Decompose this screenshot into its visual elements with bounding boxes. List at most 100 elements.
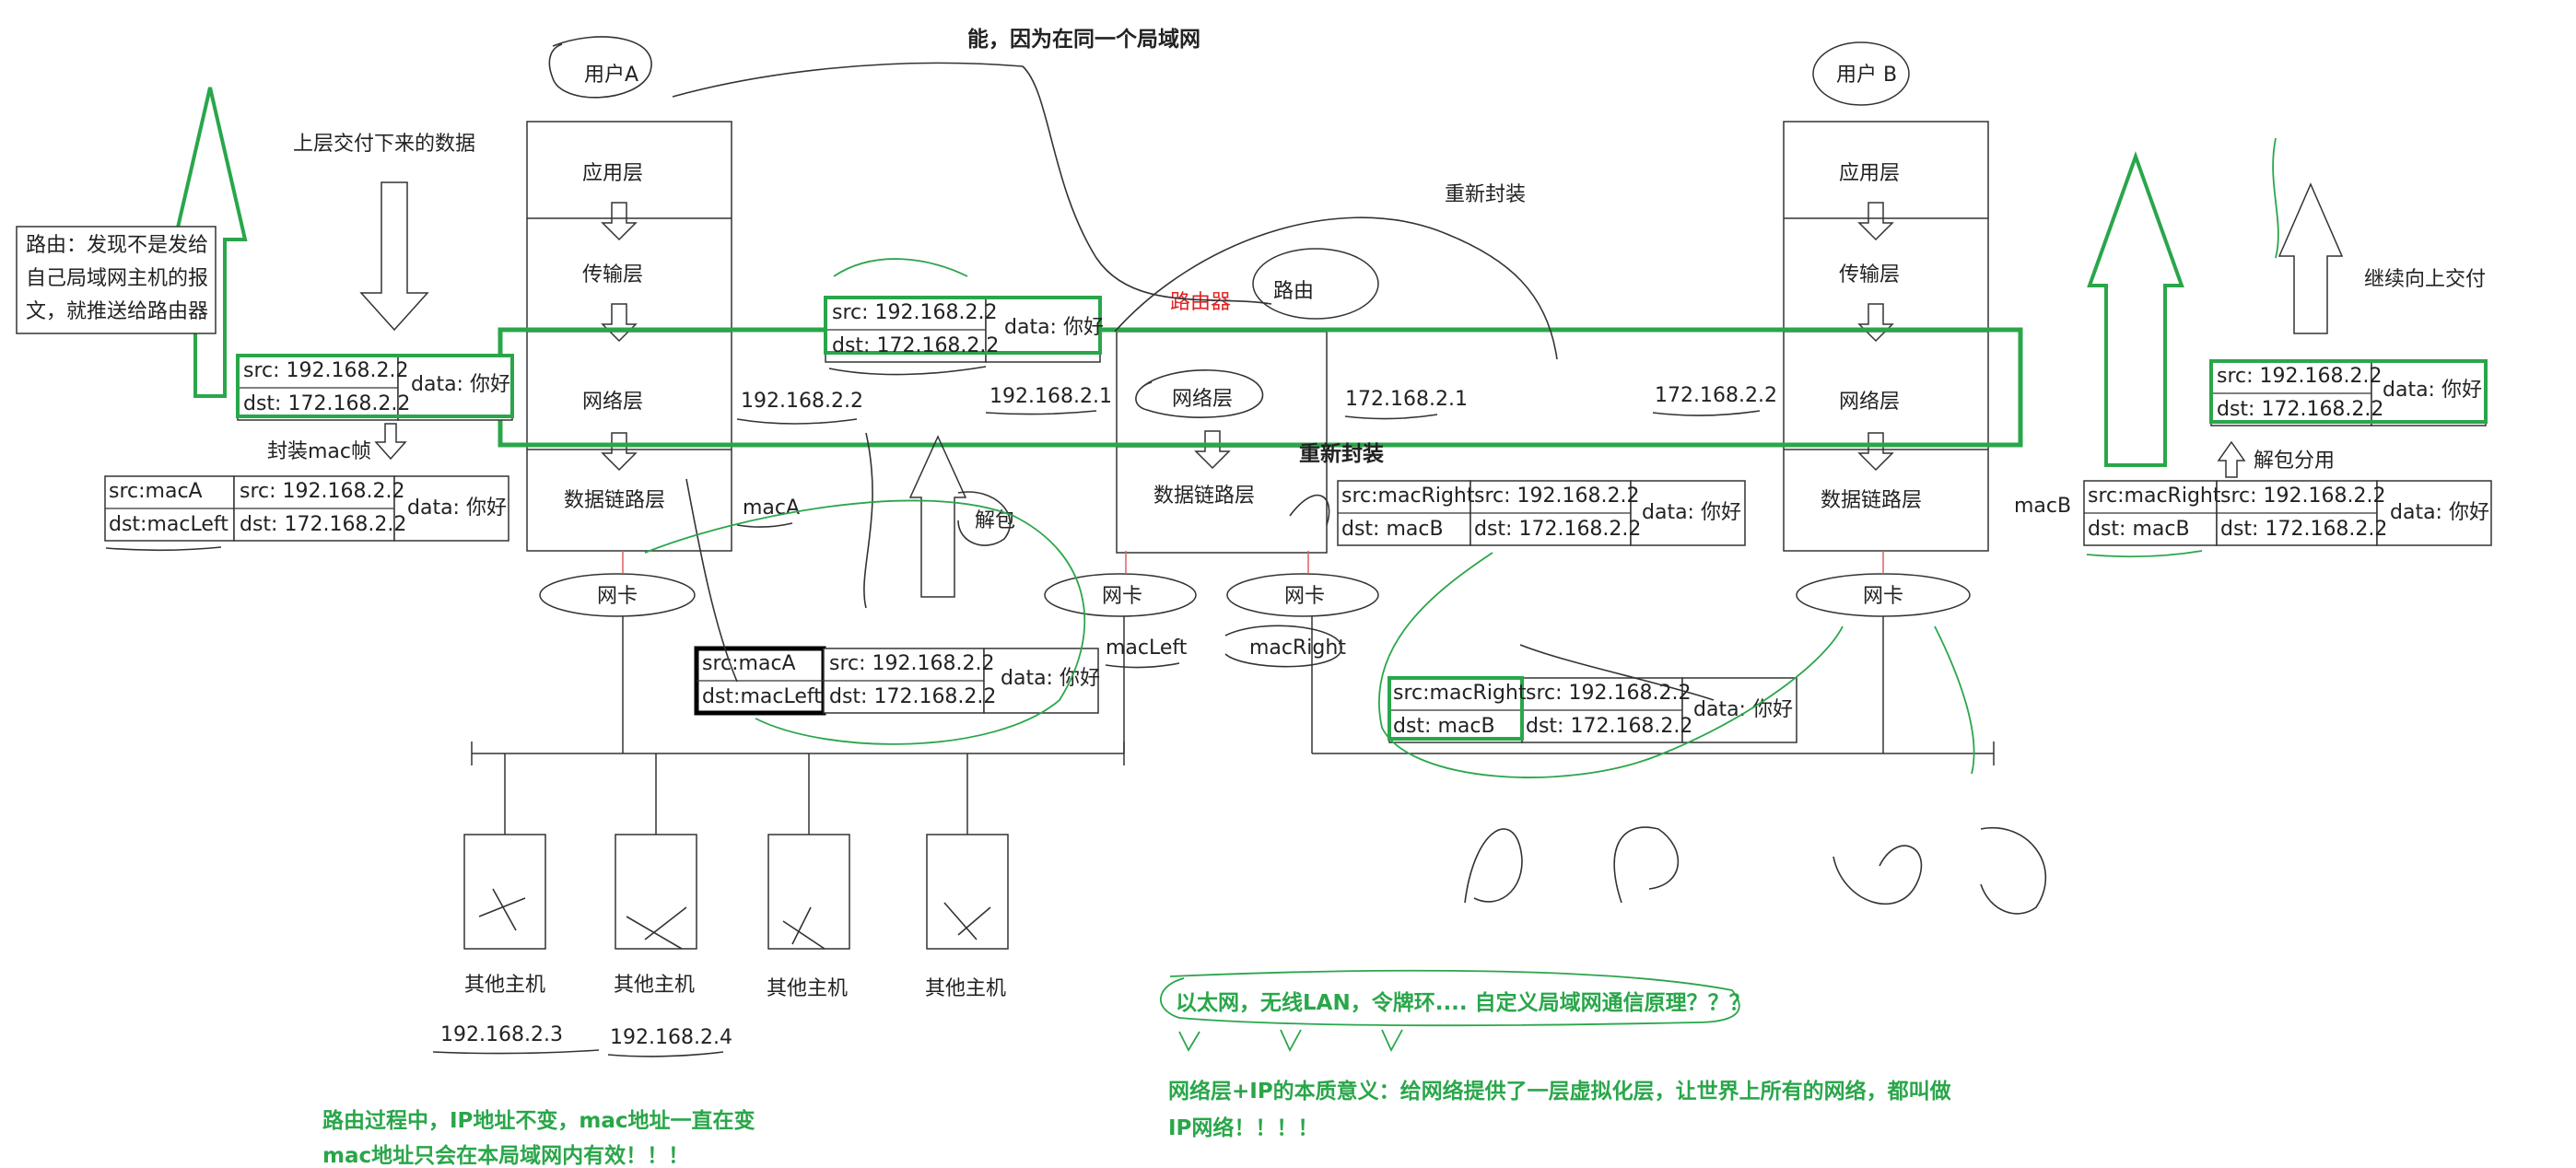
svg-text:dst: 172.168.2.2: dst: 172.168.2.2 bbox=[243, 392, 410, 415]
packet-top-src: src: 192.168.2.2 bbox=[832, 301, 997, 324]
repack-mid-label: 重新封装 bbox=[1299, 441, 1384, 466]
stack-a: 应用层 传输层 网络层 数据链路层 bbox=[526, 121, 732, 552]
svg-text:data: 你好: data: 你好 bbox=[1642, 501, 1741, 524]
continue-up-arrow bbox=[2277, 182, 2344, 334]
packet-router-right-frame: src:macRight dst: macB src: 192.168.2.2 … bbox=[1337, 480, 1746, 546]
note-ip-line2: IP网络！！！！ bbox=[1168, 1115, 1318, 1140]
svg-text:文，就推送给路由器: 文，就推送给路由器 bbox=[26, 300, 208, 323]
svg-text:dst: 172.168.2.2: dst: 172.168.2.2 bbox=[2217, 398, 2383, 421]
router-stack: 网络层 数据链路层 bbox=[1116, 331, 1328, 554]
unpack-up-arrow bbox=[908, 435, 967, 598]
svg-text:src:macA: src:macA bbox=[109, 480, 203, 503]
stack-a-application: 应用层 bbox=[582, 162, 643, 185]
nic-a-label: 网卡 bbox=[597, 585, 638, 608]
down-arrow-large bbox=[359, 181, 429, 332]
svg-text:src:macRight: src:macRight bbox=[1393, 682, 1527, 705]
nic-router-left bbox=[1044, 573, 1197, 617]
wrap-mac-label: 封装mac帧 bbox=[267, 440, 371, 463]
svg-text:src: 192.168.2.2: src: 192.168.2.2 bbox=[829, 652, 994, 675]
packet-top-dst: dst: 172.168.2.2 bbox=[832, 334, 999, 357]
nic-a bbox=[539, 573, 696, 617]
svg-text:src: 192.168.2.2: src: 192.168.2.2 bbox=[1526, 682, 1691, 705]
user-b-circle bbox=[1812, 41, 1910, 106]
packet-lan-right-frame: src:macRight dst: macB src: 192.168.2.2 … bbox=[1388, 676, 1797, 743]
router-network-layer: 网络层 bbox=[1172, 388, 1233, 411]
top-question-answer: 能，因为在同一个局域网 bbox=[967, 27, 1200, 52]
svg-text:src:macRight: src:macRight bbox=[2088, 485, 2221, 508]
svg-text:dst: 172.168.2.2: dst: 172.168.2.2 bbox=[829, 685, 996, 708]
user-a-label: 用户A bbox=[584, 64, 638, 87]
stack-a-transport: 传输层 bbox=[582, 263, 643, 286]
note-lan-types: 以太网，无线LAN，令牌环.... 自定义局域网通信原理？？？ bbox=[1176, 990, 1751, 1015]
router-label: 路由器 bbox=[1170, 291, 1231, 314]
svg-text:其他主机: 其他主机 bbox=[925, 977, 1006, 1000]
stack-b-datalink: 数据链路层 bbox=[1821, 489, 1922, 512]
svg-text:dst:macLeft: dst:macLeft bbox=[702, 685, 822, 708]
packet-left-frame: src:macA dst:macLeft src: 192.168.2.2 ds… bbox=[104, 475, 509, 542]
packet-lan-left-frame: src:macA dst:macLeft src: 192.168.2.2 ds… bbox=[694, 646, 1100, 716]
note-left-line1: 路由过程中，IP地址不变，mac地址一直在变 bbox=[322, 1108, 755, 1133]
svg-text:data: 你好: data: 你好 bbox=[1001, 667, 1100, 690]
route-bubble bbox=[1252, 248, 1379, 320]
svg-text:dst: macB: dst: macB bbox=[1393, 715, 1495, 738]
svg-text:其他主机: 其他主机 bbox=[767, 977, 848, 1000]
svg-text:其他主机: 其他主机 bbox=[614, 974, 695, 997]
svg-text:src: 192.168.2.2: src: 192.168.2.2 bbox=[2220, 485, 2385, 508]
route-bubble-label: 路由 bbox=[1273, 280, 1314, 303]
svg-text:路由：发现不是发给: 路由：发现不是发给 bbox=[26, 234, 208, 257]
svg-text:src:macRight: src:macRight bbox=[1341, 485, 1475, 508]
mac-left-label: macLeft bbox=[1106, 637, 1188, 660]
nic-router-left-label: 网卡 bbox=[1102, 585, 1142, 608]
svg-text:src: 192.168.2.2: src: 192.168.2.2 bbox=[1474, 485, 1639, 508]
router-datalink-layer: 数据链路层 bbox=[1153, 485, 1255, 508]
user-a-circle bbox=[548, 36, 652, 99]
green-up-arrow-right bbox=[2087, 151, 2184, 467]
svg-text:dst: 172.168.2.2: dst: 172.168.2.2 bbox=[2220, 518, 2387, 541]
svg-text:dst: 172.168.2.2: dst: 172.168.2.2 bbox=[240, 513, 406, 536]
nic-b-label: 网卡 bbox=[1863, 585, 1903, 608]
nic-router-right bbox=[1226, 573, 1379, 617]
continue-up-label: 继续向上交付 bbox=[2364, 268, 2486, 291]
svg-text:其他主机: 其他主机 bbox=[464, 974, 545, 997]
note-left-line2: mac地址只会在本局域网内有效！！！ bbox=[322, 1143, 689, 1168]
unpack-divide-arrow bbox=[2217, 440, 2246, 478]
stack-b-application: 应用层 bbox=[1839, 162, 1900, 185]
ip-host-4: 192.168.2.4 bbox=[610, 1026, 732, 1049]
ip-router-left: 192.168.2.1 bbox=[989, 385, 1112, 408]
nic-router-right-label: 网卡 bbox=[1284, 585, 1325, 608]
ip-host-a: 192.168.2.2 bbox=[741, 390, 863, 413]
packet-left-network: src: 192.168.2.2 dst: 172.168.2.2 data: … bbox=[236, 354, 514, 421]
svg-text:data: 你好: data: 你好 bbox=[407, 496, 507, 520]
route-note-box: 路由：发现不是发给 自己局域网主机的报 文，就推送给路由器 bbox=[16, 226, 217, 334]
mac-b-label: macB bbox=[2014, 495, 2071, 518]
svg-text:src: 192.168.2.2: src: 192.168.2.2 bbox=[243, 359, 408, 382]
ip-router-right: 172.168.2.1 bbox=[1345, 388, 1468, 411]
packet-top-center: src: 192.168.2.2 dst: 172.168.2.2 data: … bbox=[824, 296, 1104, 363]
upper-delivered-label: 上层交付下来的数据 bbox=[293, 133, 475, 156]
svg-text:src: 192.168.2.2: src: 192.168.2.2 bbox=[2217, 365, 2382, 388]
stack-b-transport: 传输层 bbox=[1839, 263, 1900, 286]
packet-top-data: data: 你好 bbox=[1004, 316, 1104, 339]
svg-text:data: 你好: data: 你好 bbox=[1693, 698, 1793, 721]
repack-top-label: 重新封装 bbox=[1445, 183, 1526, 206]
stack-a-network: 网络层 bbox=[582, 391, 643, 414]
svg-text:data: 你好: data: 你好 bbox=[2390, 501, 2489, 524]
svg-text:data: 你好: data: 你好 bbox=[411, 373, 510, 396]
svg-text:src:macA: src:macA bbox=[702, 652, 796, 675]
packet-right-frame: src:macRight dst: macB src: 192.168.2.2 … bbox=[2083, 480, 2492, 546]
svg-text:dst:macLeft: dst:macLeft bbox=[109, 513, 228, 536]
packet-right-network: src: 192.168.2.2 dst: 172.168.2.2 data: … bbox=[2209, 359, 2488, 426]
note-ip-line1: 网络层+IP的本质意义：给网络提供了一层虚拟化层，让世界上所有的网络，都叫做 bbox=[1168, 1079, 1952, 1104]
svg-text:dst: macB: dst: macB bbox=[2088, 518, 2190, 541]
stack-b-network: 网络层 bbox=[1839, 391, 1900, 414]
user-b-label: 用户 B bbox=[1836, 64, 1897, 87]
svg-text:src: 192.168.2.2: src: 192.168.2.2 bbox=[240, 480, 404, 503]
svg-text:dst: macB: dst: macB bbox=[1341, 518, 1444, 541]
other-hosts: 其他主机 其他主机 其他主机 其他主机 bbox=[463, 753, 1009, 1000]
ip-host-3: 192.168.2.3 bbox=[440, 1023, 563, 1046]
svg-text:dst: 172.168.2.2: dst: 172.168.2.2 bbox=[1474, 518, 1641, 541]
svg-text:dst: 172.168.2.2: dst: 172.168.2.2 bbox=[1526, 715, 1692, 738]
svg-text:data: 你好: data: 你好 bbox=[2383, 379, 2482, 402]
stack-b: 应用层 传输层 网络层 数据链路层 bbox=[1783, 121, 1989, 552]
